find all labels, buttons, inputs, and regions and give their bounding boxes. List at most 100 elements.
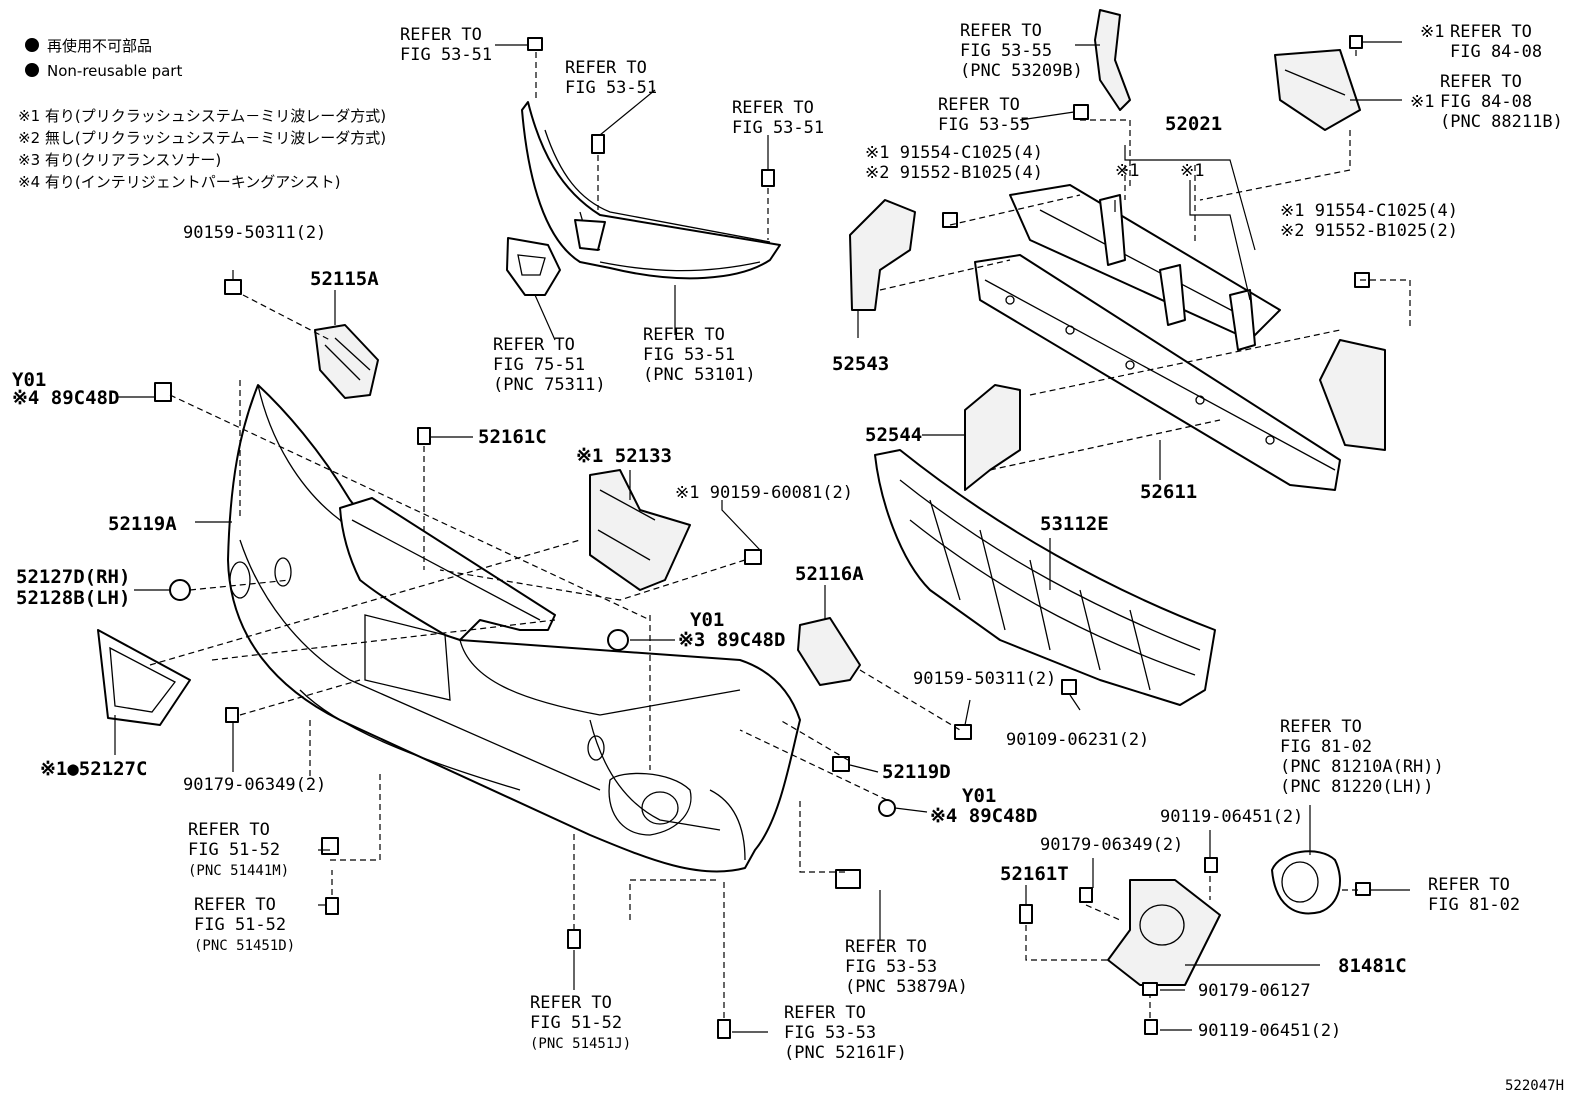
legend-jp: 再使用不可部品 [47,37,152,55]
ref-15-line3: (PNC 53879A) [845,977,968,997]
label-81481C: 81481C [1338,955,1407,977]
label-89C48D-b: ※3 89C48D [678,629,785,651]
legend-note-3: ※3 有り(クリアランスソナー) [18,151,221,169]
clip-icon [225,707,239,723]
ref-3-line2: FIG 53-51 [732,118,824,138]
ref-16-line3: (PNC 52161F) [784,1043,907,1063]
bolt-icon [942,212,958,228]
legend: 再使用不可部品 Non-reusable part ※1 有り(プリクラッシュシ… [18,37,386,191]
bracket-53209B-shape [1094,9,1131,111]
label-91554-a: ※1 91554-C1025(4) [865,143,1043,163]
nut-icon [1142,982,1158,996]
side-retainer-52116A-shape [797,617,861,686]
bolt-icon [1061,679,1077,695]
label-91554-b: ※1 91554-C1025(4) [1280,201,1458,221]
bolt-icon [527,37,543,51]
ref-7-line2: FIG 53-55 [938,115,1030,135]
ref-5-line1: REFER TO [643,325,725,345]
ref-16-line1: REFER TO [784,1003,866,1023]
ref-15-line2: FIG 53-53 [845,957,937,977]
ref-8-line2: FIG 84-08 [1450,42,1542,62]
bolt-icon [567,929,581,949]
ref-14-line2: FIG 51-52 [530,1013,622,1033]
clip-icon [835,869,861,889]
ref-15-line1: REFER TO [845,937,927,957]
ref-8-mark: ※1 [1420,22,1444,42]
label-52161T: 52161T [1000,863,1069,885]
clip-icon [591,134,605,154]
ref-2-line2: FIG 53-51 [565,78,657,98]
bumper-cover-shape [227,384,801,873]
ref-13-line2: FIG 51-52 [194,915,286,935]
ref-4-line2: FIG 75-51 [493,355,585,375]
label-y01-b: Y01 [690,609,724,631]
label-52543: 52543 [832,353,889,375]
clip-icon [717,1019,731,1039]
label-mark-1a: ※1 [1115,161,1139,181]
clip-icon [1079,887,1093,903]
ref-13-line3: (PNC 51451D) [194,938,295,954]
ref-13-line1: REFER TO [194,895,276,915]
label-mark-1b: ※1 [1180,161,1204,181]
ref-1-line2: FIG 53-51 [400,45,492,65]
bolt-icon [224,279,242,295]
label-90159-50311-a: 90159-50311(2) [183,223,326,243]
ref-9-line3: (PNC 88211B) [1440,112,1563,132]
nut-icon [607,629,629,651]
sensor-bracket-shape [1274,49,1361,131]
pad-52544-shape [964,384,1021,491]
fog-lamp-shape [1271,850,1341,915]
ref-10-line1: REFER TO [1280,717,1362,737]
ref-12-line3: (PNC 51441M) [188,863,289,879]
label-90179-06127: 90179-06127 [1198,981,1311,1001]
pad-52543-shape [849,199,916,311]
label-89C48D-a: ※4 89C48D [12,387,119,409]
label-90159-60081: ※1 90159-60081(2) [675,483,853,503]
label-52119A: 52119A [108,513,177,535]
ref-7-line1: REFER TO [938,95,1020,115]
bracket-52133-shape [589,469,691,591]
legend-note-1: ※1 有り(プリクラッシュシステム－ミリ波レーダ方式) [18,107,386,125]
bolt-icon [1073,104,1089,120]
label-52119D: 52119D [882,761,951,783]
label-91552-a: ※2 91552-B1025(4) [865,163,1043,183]
label-90119-06451-a: 90119-06451(2) [1160,807,1303,827]
legend-en: Non-reusable part [47,62,182,80]
absorber-52021-shape [1009,184,1281,351]
ref-6-line1: REFER TO [960,21,1042,41]
labels: REFER TO FIG 53-51 REFER TO FIG 53-51 RE… [12,21,1564,1094]
label-52611: 52611 [1140,481,1197,503]
upper-retainer-shape [339,497,556,641]
ref-10-line2: FIG 81-02 [1280,737,1372,757]
label-52021: 52021 [1165,113,1222,135]
bolt-icon [954,724,972,740]
reinforcement-52611-shape [974,254,1386,491]
bolt-icon [325,897,339,915]
fog-bracket-shape [1107,879,1221,986]
ref-14-line1: REFER TO [530,993,612,1013]
side-retainer-shape [314,324,379,399]
label-90179-06349-b: 90179-06349(2) [1040,835,1183,855]
bolt-icon [1349,35,1363,49]
legend-note-4: ※4 有り(インテリジェントパーキングアシスト) [18,173,341,191]
label-52128B: 52128B(LH) [16,587,130,609]
label-90119-06451-b: 90119-06451(2) [1198,1021,1341,1041]
ref-5-line3: (PNC 53101) [643,365,756,385]
ref-2-line1: REFER TO [565,58,647,78]
label-52127D: 52127D(RH) [16,566,130,588]
label-90109-06231: 90109-06231(2) [1006,730,1149,750]
legend-note-2: ※2 無し(プリクラッシュシステム－ミリ波レーダ方式) [18,129,386,147]
bullet-icon [25,38,39,52]
upper-grille-shape [521,101,781,280]
assembly-lines [149,50,1411,1018]
bullet-icon [25,63,39,77]
label-53112E: 53112E [1040,513,1109,535]
label-90179-06349-a: 90179-06349(2) [183,775,326,795]
ref-12-line2: FIG 51-52 [188,840,280,860]
ref-3-line1: REFER TO [732,98,814,118]
label-90159-50311-b: 90159-50311(2) [913,669,1056,689]
ref-6-line2: FIG 53-55 [960,41,1052,61]
emblem-shape [506,237,561,296]
